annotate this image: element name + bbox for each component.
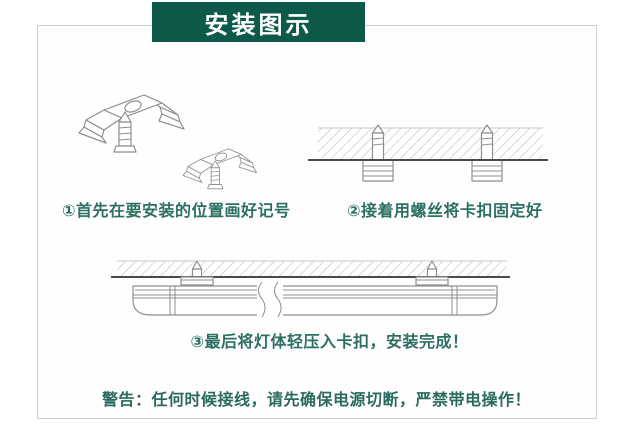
ceiling-hatch: [117, 261, 507, 277]
content-box: [37, 25, 597, 419]
step2-caption: ②接着用螺丝将卡扣固定好: [347, 203, 543, 220]
page-title-banner: 安装图示: [152, 2, 365, 42]
installed-lamp-illustration: [111, 260, 510, 318]
warning-text: 警告：任何时候接线，请先确保电源切断，严禁带电操作！: [101, 392, 531, 409]
step1-caption: ①首先在要安装的位置画好记号: [62, 203, 291, 220]
small-clip-with-screw: [182, 148, 258, 190]
lamp-body: [132, 281, 498, 318]
ceiling-clips-illustration: [308, 124, 548, 182]
clip-and-screw-illustration: [78, 94, 258, 190]
page-title: 安装图示: [204, 11, 313, 39]
clip-base-left: [180, 276, 214, 286]
clip-base-right: [415, 276, 449, 286]
step3-caption: ③最后将灯体轻压入卡扣，安装完成！: [190, 334, 469, 351]
ceiling-hatch: [318, 128, 543, 160]
large-clip-with-screw: [78, 94, 185, 153]
